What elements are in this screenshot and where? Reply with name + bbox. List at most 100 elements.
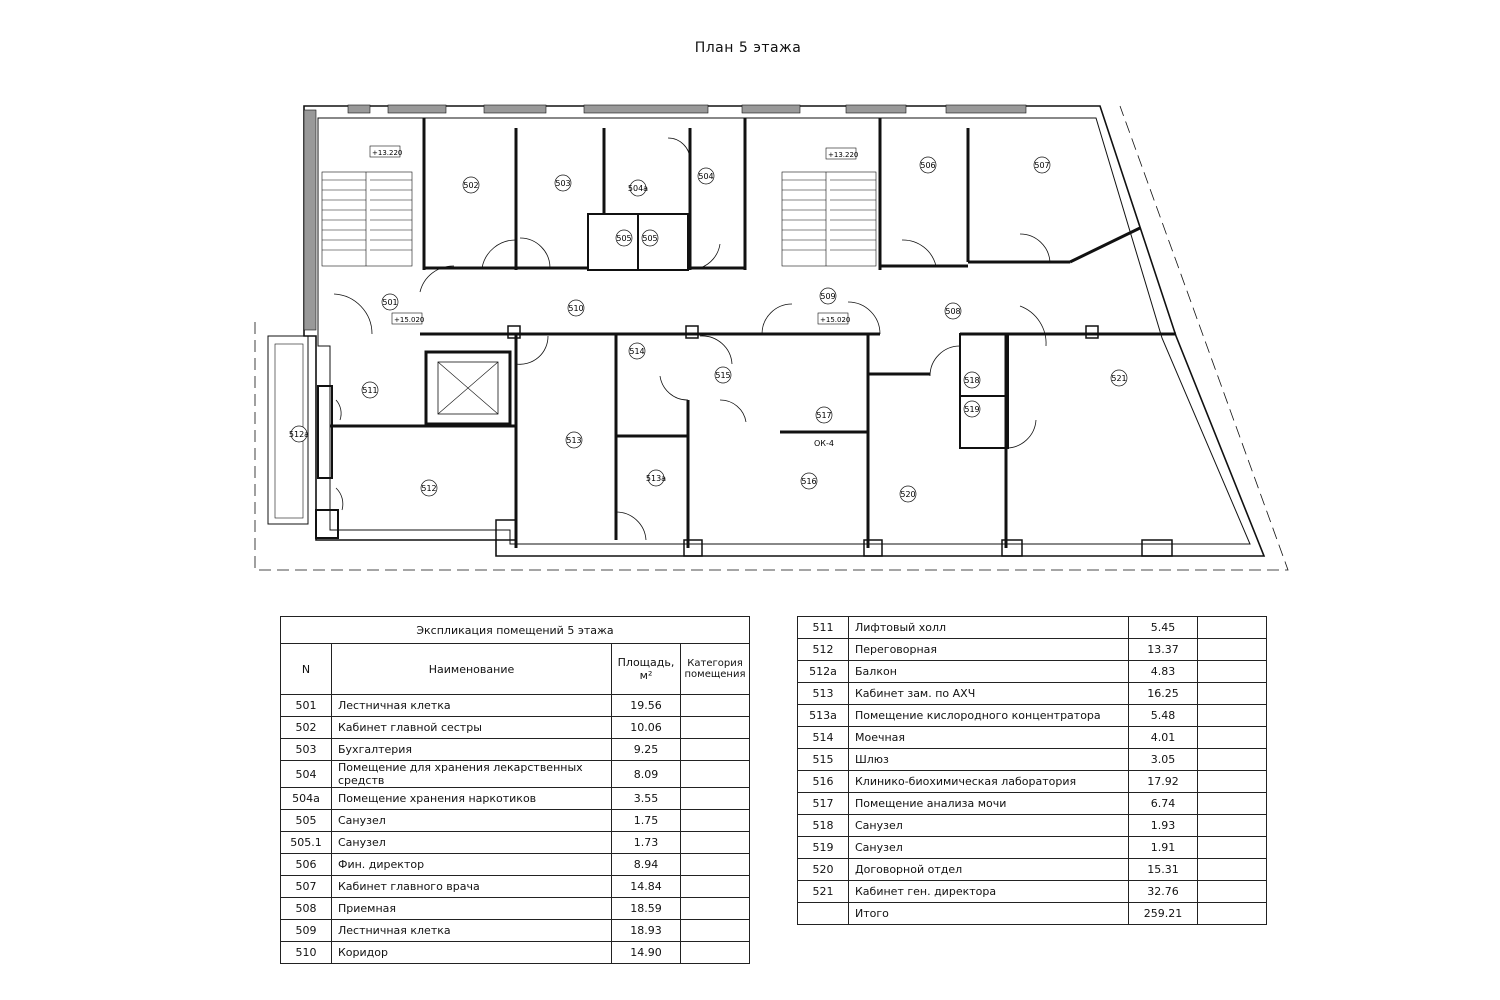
cell-name: Кабинет главного врача: [331, 875, 612, 898]
room-number: 511: [362, 386, 377, 395]
cell-n: 511: [797, 616, 849, 639]
header-n: N: [280, 643, 332, 695]
cell-n: 509: [280, 919, 332, 942]
room-marker: [641, 229, 659, 247]
cell-category: [680, 875, 750, 898]
cell-category: [680, 941, 750, 964]
cell-category: [1197, 726, 1267, 749]
cell-name: Приемная: [331, 897, 612, 920]
room-number: 509: [820, 292, 835, 301]
cell-n: 504: [280, 760, 332, 788]
room-number: 502: [463, 181, 478, 190]
cell-category: [1197, 902, 1267, 925]
room-marker: [554, 174, 572, 192]
cell-n: 506: [280, 853, 332, 876]
room-number: 504а: [628, 184, 648, 193]
cell-category: [680, 853, 750, 876]
cell-area: 3.55: [611, 787, 681, 810]
cell-n: 513а: [797, 704, 849, 727]
cell-category: [680, 831, 750, 854]
cell-area: 15.31: [1128, 858, 1198, 881]
header-name: Наименование: [331, 643, 612, 695]
room-number: 513а: [646, 474, 666, 483]
site-boundary: [254, 105, 1289, 571]
room-number: 519: [964, 405, 979, 414]
cell-n: 502: [280, 716, 332, 739]
cell-area: 10.06: [611, 716, 681, 739]
cell-category: [1197, 814, 1267, 837]
cell-name: Лестничная клетка: [331, 919, 612, 942]
cell-name: Фин. директор: [331, 853, 612, 876]
header-category: Категория помещения: [680, 643, 750, 695]
room-number: 513: [566, 436, 581, 445]
cell-n: 514: [797, 726, 849, 749]
cell-area: 9.25: [611, 738, 681, 761]
cell-area: 14.84: [611, 875, 681, 898]
room-number: 515: [715, 371, 730, 380]
cell-category: [680, 738, 750, 761]
room-marker: [919, 156, 937, 174]
balcony-outline: [267, 335, 309, 525]
cell-n: 513: [797, 682, 849, 705]
cell-area: 6.74: [1128, 792, 1198, 815]
cell-area: 14.90: [611, 941, 681, 964]
cell-category: [1197, 616, 1267, 639]
lift-shaft: [424, 350, 512, 426]
cell-category: [1197, 770, 1267, 793]
cell-area: 1.73: [611, 831, 681, 854]
cell-area: 17.92: [1128, 770, 1198, 793]
room-number: 512: [421, 484, 436, 493]
cell-area: 18.59: [611, 897, 681, 920]
table-caption: Экспликация помещений 5 этажа: [280, 616, 750, 644]
room-number: 514: [629, 347, 644, 356]
cell-area: 16.25: [1128, 682, 1198, 705]
cell-name: Лестничная клетка: [331, 694, 612, 717]
page-title: План 5 этажа: [694, 40, 802, 56]
building-outline: [303, 105, 1266, 557]
room-marker: [290, 425, 308, 443]
cell-n: 516: [797, 770, 849, 793]
cell-name: Кабинет зам. по АХЧ: [848, 682, 1129, 705]
room-marker: [819, 287, 837, 305]
level-mark: +13.220: [372, 149, 402, 157]
cell-n: 517: [797, 792, 849, 815]
cell-name: Итого: [848, 902, 1129, 925]
cell-name: Помещение анализа мочи: [848, 792, 1129, 815]
cell-area: 1.93: [1128, 814, 1198, 837]
room-number: 516: [801, 477, 816, 486]
room-number: 504: [698, 172, 713, 181]
room-marker: [963, 400, 981, 418]
cell-name: Договорной отдел: [848, 858, 1129, 881]
cell-name: Клинико-биохимическая лаборатория: [848, 770, 1129, 793]
level-mark: +15.020: [394, 316, 424, 324]
room-marker: [1033, 156, 1051, 174]
level-mark: +13.220: [828, 151, 858, 159]
cell-category: [680, 694, 750, 717]
cell-n: 512а: [797, 660, 849, 683]
cell-name: Помещение хранения наркотиков: [331, 787, 612, 810]
room-number: 521: [1111, 374, 1126, 383]
cell-n: 510: [280, 941, 332, 964]
cell-n: 503: [280, 738, 332, 761]
room-number: 517: [816, 411, 831, 420]
room-marker: [815, 406, 833, 424]
cell-area: 8.09: [611, 760, 681, 788]
room-number: 501: [382, 298, 397, 307]
level-mark: +15.020: [820, 316, 850, 324]
cell-category: [680, 809, 750, 832]
stair-2: [781, 171, 877, 267]
room-marker: [462, 176, 480, 194]
